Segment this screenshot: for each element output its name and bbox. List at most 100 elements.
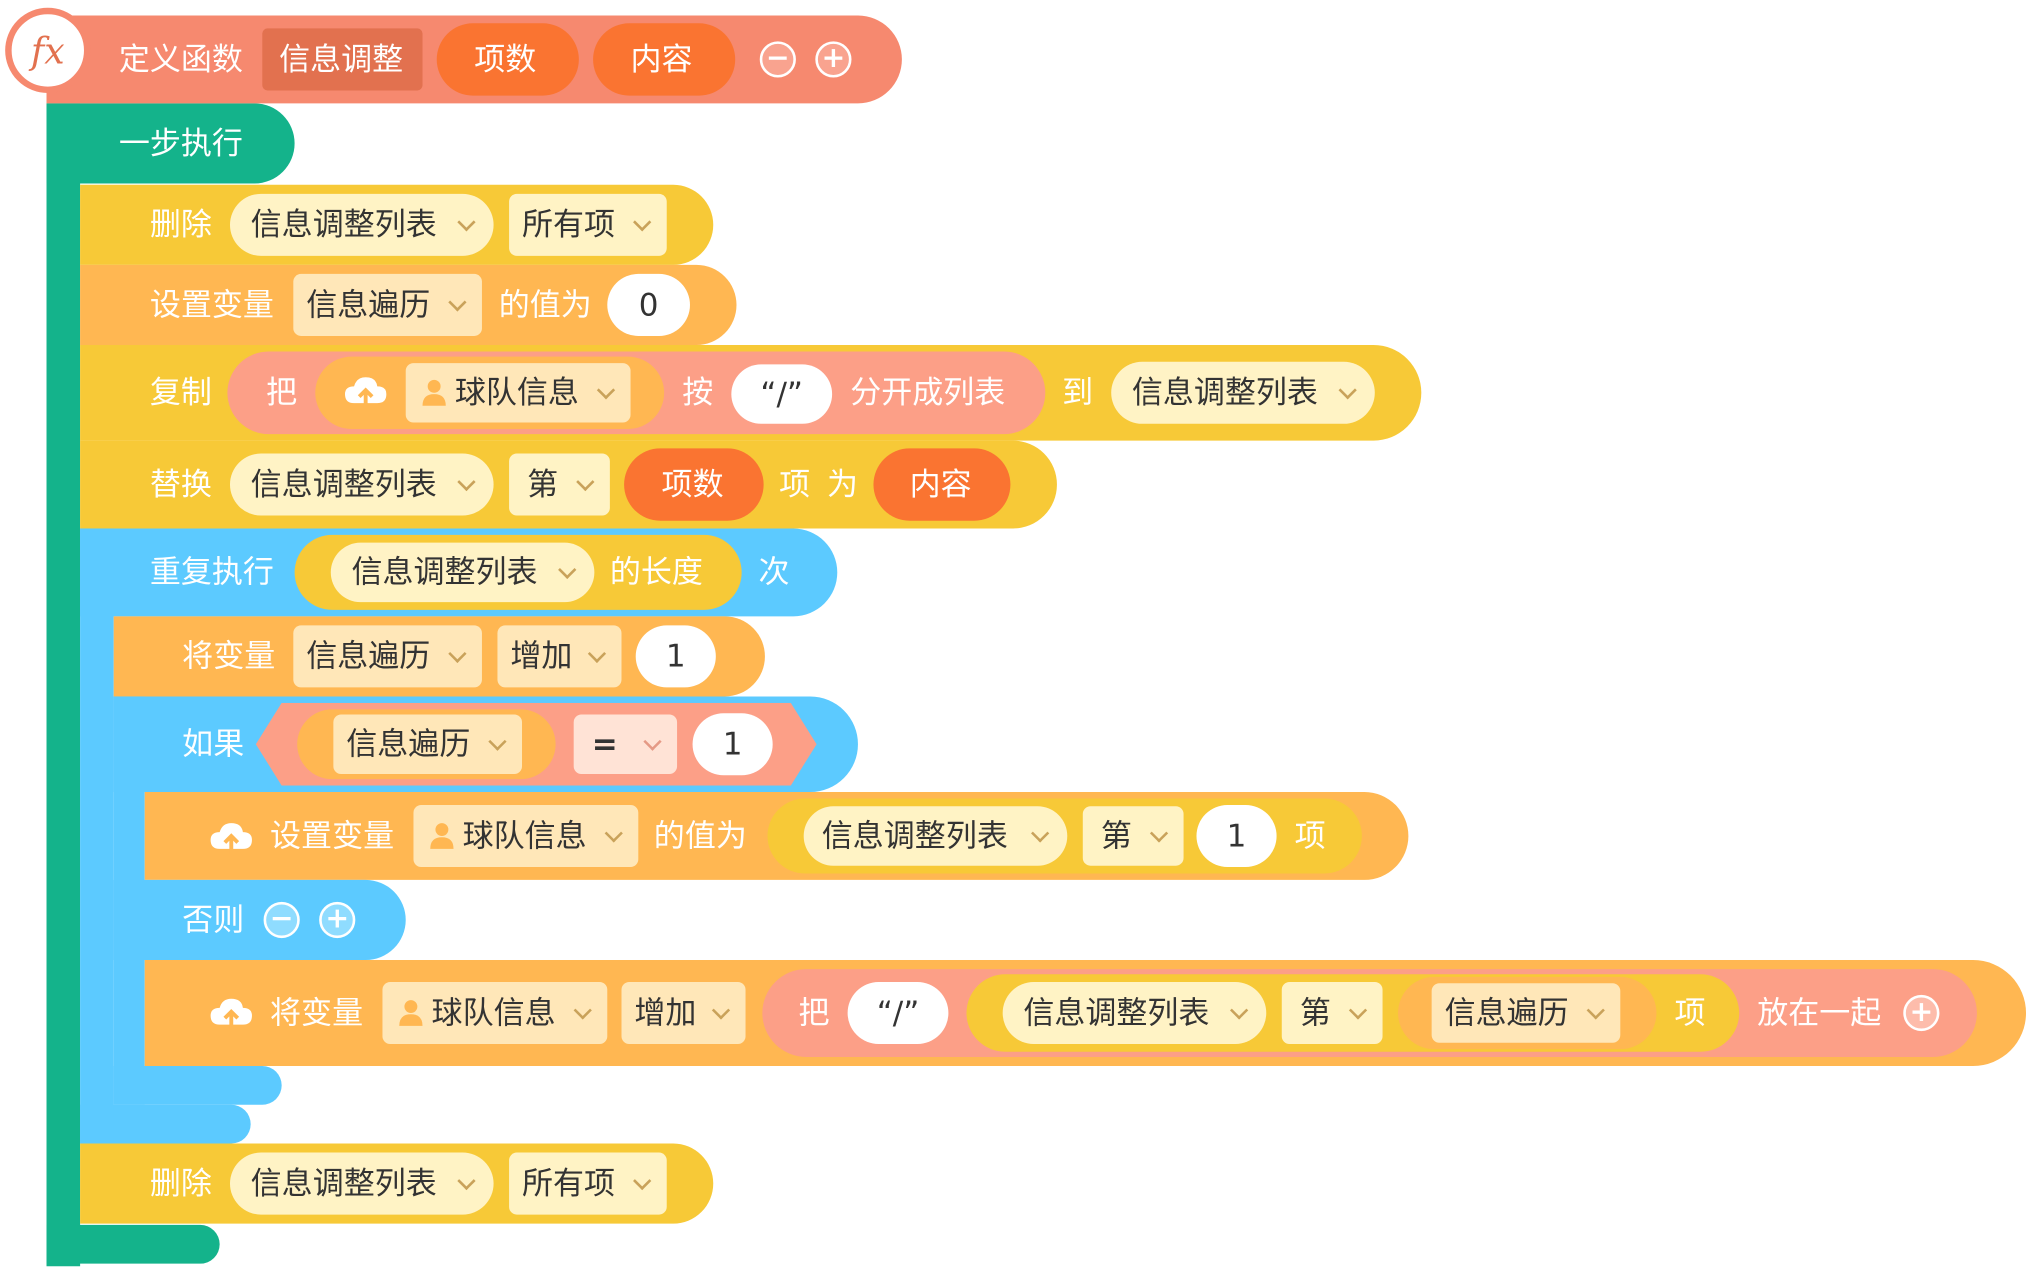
cloud-var-dropdown-2[interactable]: 球队信息 <box>413 804 639 867</box>
chevron-down-icon <box>558 560 577 579</box>
item-label-2: 项 <box>1294 817 1326 855</box>
plus-icon[interactable]: + <box>319 901 356 939</box>
chevron-down-icon <box>1149 824 1169 843</box>
join-label: 放在一起 <box>1757 994 1882 1032</box>
compare-op-dropdown[interactable]: = <box>573 714 678 774</box>
person-icon <box>422 379 446 406</box>
minus-icon[interactable]: − <box>263 901 300 939</box>
nth-label: 第 <box>527 466 559 503</box>
chevron-down-icon <box>1229 1001 1249 1020</box>
chevron-down-icon <box>711 1001 731 1020</box>
fx-icon-glyph: fx <box>30 29 65 72</box>
delete-label: 删除 <box>149 206 212 243</box>
chevron-down-icon <box>1348 1001 1368 1020</box>
repeat-label: 重复执行 <box>149 554 274 591</box>
cloud-var-dropdown[interactable]: 球队信息 <box>405 363 631 423</box>
person-icon <box>430 823 454 849</box>
separator-input-2[interactable]: “/” <box>847 981 949 1045</box>
item-list-dropdown[interactable]: 信息调整列表 <box>803 806 1068 866</box>
step-block-spine <box>46 103 81 1267</box>
nth-dropdown[interactable]: 第 <box>509 453 610 516</box>
item-label-3: 项 <box>1674 994 1706 1032</box>
list-name-2: 信息调整列表 <box>250 1165 437 1202</box>
function-name: 信息调整 <box>279 41 404 78</box>
length-label: 的长度 <box>609 554 703 591</box>
else-label: 否则 <box>182 901 245 939</box>
chevron-down-icon <box>457 1171 476 1191</box>
chevron-down-icon <box>457 213 476 232</box>
times-label: 次 <box>758 554 790 591</box>
plus-icon[interactable]: + <box>815 41 852 78</box>
cloud-icon <box>344 377 387 409</box>
delete-label-2: 删除 <box>149 1165 212 1202</box>
nth-dropdown-2[interactable]: 第 <box>1082 806 1184 866</box>
as-label: 为 <box>826 466 858 503</box>
index-param-label: 项数 <box>661 466 724 503</box>
item-list-name: 信息调整列表 <box>821 817 1008 855</box>
condition-var-dropdown[interactable]: 信息遍历 <box>333 714 523 774</box>
ba-label: 把 <box>266 374 298 411</box>
delete-which-dropdown-2[interactable]: 所有项 <box>509 1152 667 1215</box>
join-list-name: 信息调整列表 <box>1023 994 1210 1032</box>
cloud-var-dropdown-3[interactable]: 球队信息 <box>382 981 608 1045</box>
content-param-pill[interactable] <box>873 448 1011 521</box>
repeat-list-name: 信息调整列表 <box>351 554 538 591</box>
chevron-down-icon <box>576 472 595 492</box>
param-pill-2[interactable] <box>593 23 736 96</box>
plus-icon[interactable]: + <box>1903 994 1940 1032</box>
item-label: 项 <box>779 466 811 503</box>
increment-op-dropdown[interactable]: 增加 <box>497 625 622 688</box>
chevron-down-icon <box>643 732 662 751</box>
if-label: 如果 <box>182 726 245 763</box>
chevron-down-icon <box>1586 1001 1605 1020</box>
value-input[interactable]: 0 <box>607 273 690 336</box>
chevron-down-icon <box>1338 381 1357 400</box>
variable-dropdown[interactable]: 信息遍历 <box>293 273 482 336</box>
index-var-name: 信息遍历 <box>1444 994 1569 1032</box>
chevron-down-icon <box>573 1001 592 1020</box>
separator-input[interactable]: “/” <box>731 364 833 424</box>
copy-label: 复制 <box>149 374 212 411</box>
item-index-input[interactable]: 1 <box>1196 804 1277 867</box>
value-of-label-2: 的值为 <box>653 817 747 855</box>
list-dropdown-2[interactable]: 信息调整列表 <box>229 1152 494 1215</box>
repeat-block-footer <box>80 1104 251 1144</box>
increment-var-dropdown[interactable]: 信息遍历 <box>293 625 482 688</box>
param-1-label: 项数 <box>474 41 537 78</box>
ba-label-2: 把 <box>798 994 830 1032</box>
replace-list-dropdown[interactable]: 信息调整列表 <box>229 453 494 516</box>
compare-value-input[interactable]: 1 <box>692 713 773 776</box>
target-list-dropdown[interactable]: 信息调整列表 <box>1111 361 1375 424</box>
variable-name: 信息遍历 <box>306 286 431 324</box>
split-label: 分开成列表 <box>850 374 1006 411</box>
delete-which-dropdown[interactable]: 所有项 <box>509 193 667 256</box>
set-variable-label: 设置变量 <box>149 286 274 324</box>
step-block-header[interactable] <box>46 103 295 184</box>
nth-label-3: 第 <box>1299 994 1331 1032</box>
list-name: 信息调整列表 <box>250 206 437 243</box>
increment-label-2: 将变量 <box>270 994 364 1032</box>
increment-var-name: 信息遍历 <box>306 638 431 675</box>
increment-value-input[interactable]: 1 <box>635 625 716 688</box>
index-param-pill[interactable] <box>624 448 764 521</box>
person-icon <box>399 1000 423 1026</box>
content-param-label: 内容 <box>909 466 972 503</box>
join-list-dropdown[interactable]: 信息调整列表 <box>1002 981 1267 1045</box>
replace-label: 替换 <box>149 466 212 503</box>
param-pill-1[interactable] <box>436 23 579 96</box>
increment-label: 将变量 <box>182 638 276 675</box>
step-block-footer <box>46 1224 220 1264</box>
increment-op-2: 增加 <box>634 994 697 1032</box>
function-name-field[interactable]: 信息调整 <box>262 28 423 91</box>
increment-op-dropdown-2[interactable]: 增加 <box>621 981 746 1045</box>
repeat-block-spine <box>80 528 114 1144</box>
by-label: 按 <box>682 374 714 411</box>
index-var-dropdown[interactable]: 信息遍历 <box>1431 983 1621 1043</box>
nth-dropdown-3[interactable]: 第 <box>1281 981 1383 1045</box>
repeat-list-dropdown[interactable]: 信息调整列表 <box>330 542 595 603</box>
list-dropdown[interactable]: 信息调整列表 <box>229 193 494 256</box>
minus-icon[interactable]: − <box>759 41 796 78</box>
replace-list-name: 信息调整列表 <box>250 466 437 503</box>
nth-label-2: 第 <box>1100 817 1132 855</box>
